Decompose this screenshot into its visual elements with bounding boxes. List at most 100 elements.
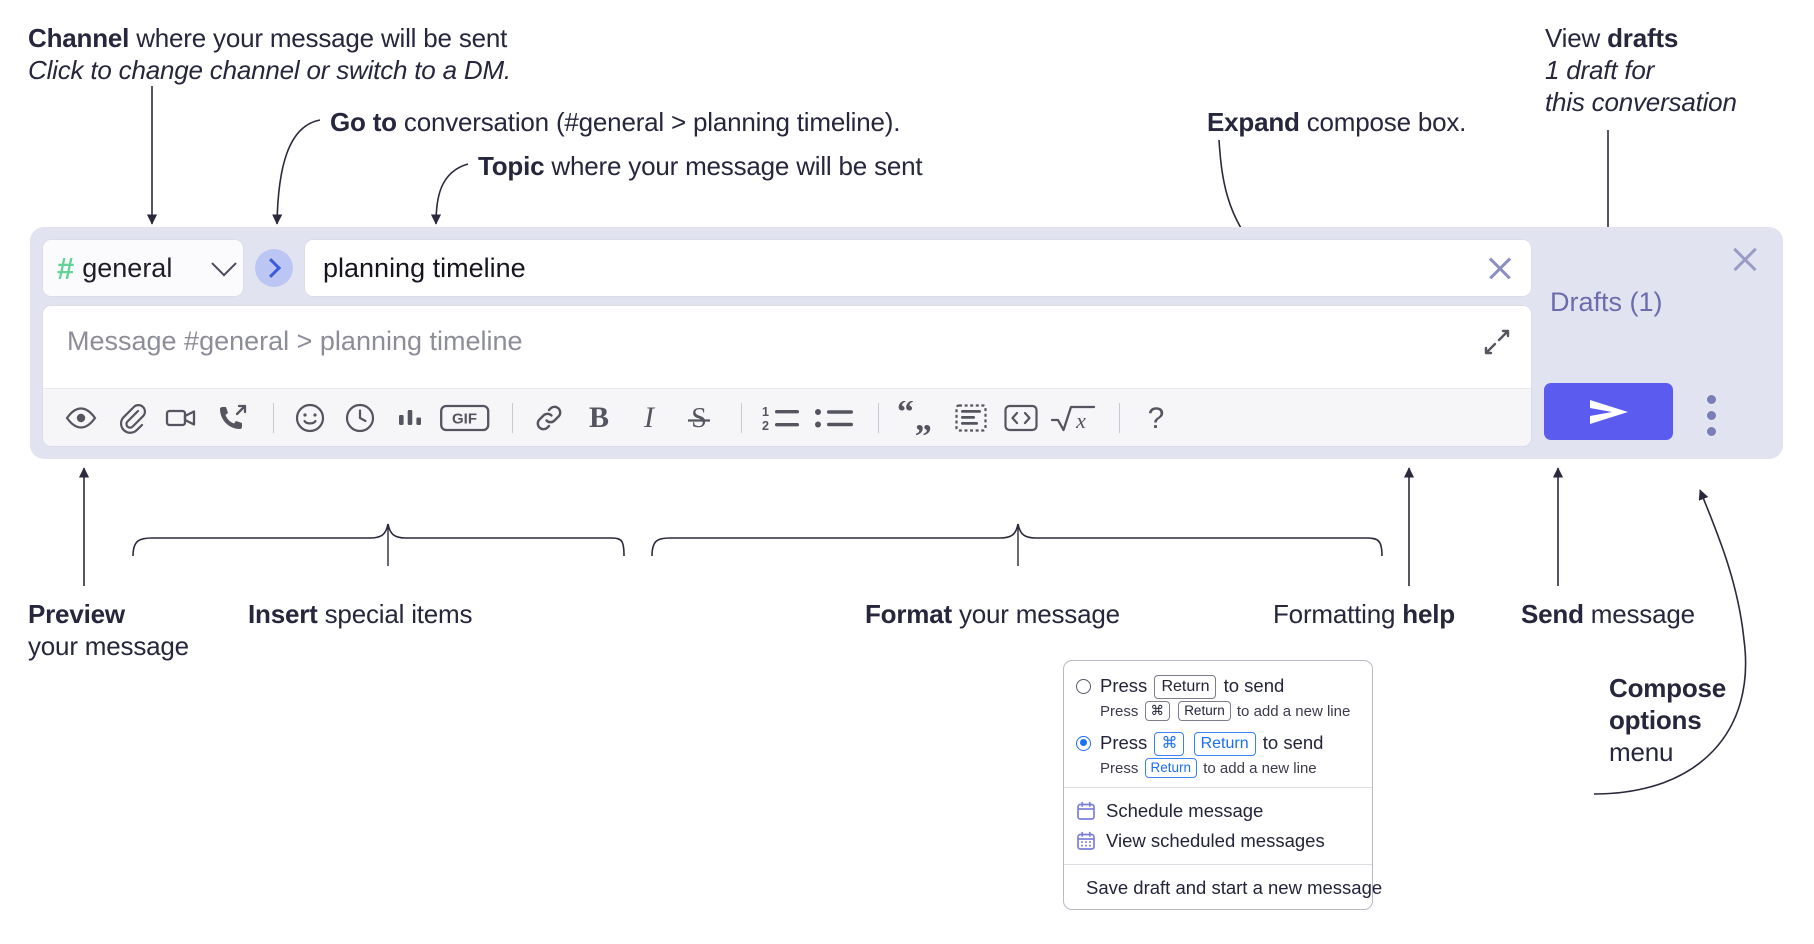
compose-inner: # general planning timeline Message #gen… — [42, 239, 1532, 447]
annotation-formatting-help-plain: Formatting — [1273, 599, 1403, 629]
annotation-channel-bold: Channel — [28, 23, 130, 53]
annotation-channel-rest: where your message will be sent — [129, 23, 508, 53]
poll-button[interactable] — [388, 396, 432, 440]
key-return: Return — [1178, 700, 1231, 722]
compose-options-menu: Press Return to send Press ⌘ Return to a… — [1063, 660, 1382, 910]
formatting-help-button[interactable]: ? — [1134, 396, 1178, 440]
topic-input[interactable]: planning timeline — [304, 239, 1532, 297]
menu-item-schedule-message[interactable]: Schedule message — [1064, 796, 1372, 826]
inline-code-button[interactable] — [999, 396, 1043, 440]
radio-return-to-send[interactable] — [1076, 679, 1091, 694]
menu-item-label: Save draft and start a new message — [1086, 876, 1383, 898]
compose-panel: # general planning timeline Message #gen… — [30, 227, 1783, 459]
annotation-formatting-help: Formatting help — [1273, 598, 1613, 630]
math-button[interactable]: x — [1049, 396, 1099, 440]
annotation-formatting-help-bold: help — [1402, 599, 1455, 629]
code-block-button[interactable] — [949, 396, 993, 440]
svg-text:„: „ — [915, 401, 932, 435]
record-audio-button[interactable] — [209, 396, 253, 440]
separator-5 — [1119, 402, 1120, 433]
send-option-cmd-return-sub: Press Return to add a new line — [1100, 757, 1372, 779]
annotation-drafts-italic2: this conversation — [1545, 87, 1737, 118]
annotation-channel-italic: Click to change channel or switch to a D… — [28, 55, 511, 86]
annotation-topic-bold: Topic — [478, 151, 545, 181]
send-button[interactable] — [1544, 383, 1673, 440]
annotation-goto-bold: Go to — [330, 107, 397, 137]
annotation-insert-bold: Insert — [248, 599, 318, 629]
bold-label: B — [589, 401, 609, 434]
italic-label: I — [643, 401, 656, 434]
annotation-format-rest: your message — [951, 599, 1120, 629]
annotation-drafts: View drafts 1 draft for this conversatio… — [1545, 22, 1814, 119]
annotation-send-bold: Send — [1521, 599, 1584, 629]
menu-item-view-scheduled[interactable]: View scheduled messages — [1064, 826, 1372, 856]
annotation-topic-rest: where your message will be sent — [544, 151, 923, 181]
annotation-preview-line2: your message — [28, 631, 189, 662]
goto-conversation-button[interactable] — [255, 249, 293, 287]
annotation-channel: Channel where your message will be sent … — [28, 22, 648, 86]
bullet-list-button[interactable] — [810, 396, 858, 440]
compose-header-row: # general planning timeline — [42, 239, 1532, 297]
topic-value: planning timeline — [323, 252, 526, 283]
annotation-preview-bold: Preview — [28, 599, 125, 629]
menu-item-label: View scheduled messages — [1106, 829, 1325, 851]
gif-button[interactable]: GIF — [438, 396, 492, 440]
blockquote-button[interactable]: “„ — [893, 396, 943, 440]
link-button[interactable] — [527, 396, 571, 440]
send-option-return[interactable]: Press Return to send — [1064, 671, 1372, 699]
menu-divider — [1064, 786, 1372, 788]
close-icon[interactable] — [1483, 251, 1517, 285]
svg-text:“: “ — [897, 401, 914, 431]
annotation-insert: Insert special items — [248, 598, 668, 630]
send-option-return-label: Press Return to send — [1100, 674, 1284, 699]
separator-2 — [512, 402, 513, 433]
annotation-send-rest: message — [1583, 599, 1695, 629]
reminder-button[interactable] — [338, 396, 382, 440]
channel-selector[interactable]: # general — [42, 239, 244, 297]
strikethrough-button[interactable]: S — [677, 396, 721, 440]
emoji-button[interactable] — [288, 396, 332, 440]
menu-item-label: Schedule message — [1106, 799, 1264, 821]
record-video-button[interactable] — [159, 396, 203, 440]
annotation-drafts-bold: drafts — [1607, 23, 1679, 53]
annotation-drafts-plain: View — [1545, 23, 1608, 53]
send-option-cmd-return[interactable]: Press ⌘ Return to send — [1064, 728, 1372, 756]
preview-button[interactable] — [59, 396, 103, 440]
radio-cmd-return-to-send[interactable] — [1076, 735, 1091, 751]
channel-name-label: general — [82, 252, 173, 283]
chevron-right-icon — [261, 258, 282, 278]
strikethrough-label: S — [691, 403, 707, 434]
chevron-down-icon — [211, 251, 237, 277]
annotation-compose-options-bold1: Compose — [1609, 673, 1727, 703]
question-mark-icon: ? — [1148, 402, 1165, 435]
annotation-goto: Go to conversation (#general > planning … — [330, 106, 1030, 138]
menu-item-save-draft[interactable]: Save draft and start a new message — [1064, 873, 1382, 903]
message-placeholder: Message #general > planning timeline — [67, 326, 523, 356]
italic-button[interactable]: I — [627, 396, 671, 440]
gif-label: GIF — [452, 410, 477, 427]
hash-icon: # — [57, 250, 75, 286]
drafts-link[interactable]: Drafts (1) — [1550, 287, 1663, 317]
vertical-dots-icon — [1706, 427, 1716, 436]
svg-text:1: 1 — [762, 405, 769, 419]
close-icon[interactable] — [1727, 241, 1763, 277]
compose-options-button[interactable] — [1696, 395, 1726, 439]
expand-icon[interactable] — [1479, 324, 1515, 360]
attach-file-button[interactable] — [109, 396, 153, 440]
opt1-prefix: Press — [1100, 731, 1148, 753]
calendar-grid-icon — [1077, 831, 1095, 850]
annotation-expand-rest: compose box. — [1299, 107, 1467, 137]
annotation-insert-rest: special items — [317, 599, 473, 629]
key-return: Return — [1144, 757, 1198, 779]
opt0-prefix: Press — [1100, 675, 1148, 696]
vertical-dots-icon — [1706, 411, 1716, 420]
vertical-dots-icon — [1706, 395, 1716, 404]
separator-3 — [741, 402, 742, 433]
calendar-icon — [1077, 801, 1095, 820]
bold-button[interactable]: B — [577, 396, 621, 440]
message-input[interactable]: Message #general > planning timeline — [43, 306, 1531, 388]
opt0-sub-prefix: Press — [1100, 702, 1139, 720]
separator-4 — [878, 402, 879, 433]
